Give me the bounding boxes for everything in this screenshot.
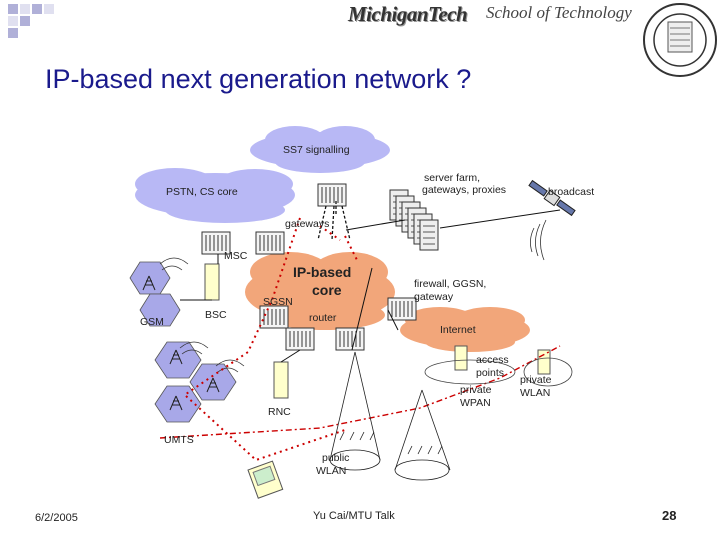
radio-waves	[159, 219, 547, 373]
public-wlan-label-2: WLAN	[316, 465, 347, 477]
server-farm-label-1: server farm,	[424, 172, 481, 184]
satellite-icon	[528, 179, 576, 217]
ss7-cloud	[250, 126, 390, 173]
corner-decoration	[8, 4, 54, 38]
umts-boundary	[159, 345, 561, 439]
umts-cells	[154, 341, 237, 423]
signalling-links	[317, 200, 351, 241]
private-wpan-label-1: private	[460, 384, 492, 396]
rnc-label: RNC	[268, 406, 291, 418]
msc-rack-icon	[255, 231, 285, 255]
router-rack-icon	[285, 327, 315, 351]
firewall-label-1: firewall, GGSN,	[414, 278, 487, 290]
mobility-links	[185, 217, 359, 462]
private-wlan-label-2: WLAN	[520, 387, 551, 399]
server-farm-label-2: gateways, proxies	[422, 184, 507, 196]
bsc-box	[204, 263, 220, 301]
internet-label: Internet	[440, 324, 476, 336]
umts-label: UMTS	[164, 434, 194, 446]
network-links	[180, 209, 561, 363]
gateway-rack-icon	[317, 183, 347, 207]
public-wlan-label-1: public	[322, 452, 350, 464]
gsm-label: GSM	[140, 316, 164, 328]
server-farm-icon	[389, 189, 439, 251]
footer-author: Yu Cai/MTU Talk	[313, 510, 395, 522]
sgsn-rack-icon	[259, 305, 289, 329]
ss7-label: SS7 signalling	[283, 144, 350, 156]
access-points-label-2: points	[476, 367, 505, 379]
rnc-box	[273, 361, 289, 399]
brand-logo: MichiganTech School of Technology	[348, 2, 638, 26]
access-point-box	[537, 349, 551, 375]
private-network-ellipses	[424, 357, 573, 387]
router-rack-icon	[335, 327, 365, 351]
firewall-label-2: gateway	[414, 291, 454, 303]
footer-date: 6/2/2005	[35, 512, 78, 524]
page-number: 28	[662, 508, 677, 523]
ip-core-label-2: core	[312, 282, 342, 298]
sgsn-label: SGSN	[263, 296, 293, 308]
msc-label: MSC	[224, 250, 248, 262]
university-seal	[643, 3, 717, 77]
brand-name: MichiganTech	[348, 2, 468, 26]
bsc-label: BSC	[205, 309, 227, 321]
private-wlan-label-1: private	[520, 374, 552, 386]
mobile-device-icon	[247, 460, 284, 499]
access-points-label-1: access	[476, 354, 509, 366]
firewall-rack-icon	[387, 297, 417, 321]
internet-cloud	[400, 307, 530, 352]
pstn-label: PSTN, CS core	[166, 186, 238, 198]
gateways-label: gateways	[285, 218, 330, 230]
router-label: router	[309, 312, 337, 324]
public-wlan-cones	[329, 351, 451, 481]
slide-title: IP-based next generation network ?	[45, 64, 472, 94]
access-point-box	[454, 345, 468, 371]
ip-core-label-1: IP-based	[293, 264, 352, 280]
private-wpan-label-2: WPAN	[460, 397, 491, 409]
broadcast-label: broadcast	[548, 186, 595, 198]
brand-suffix: School of Technology	[486, 3, 632, 22]
pstn-cloud	[135, 168, 295, 223]
